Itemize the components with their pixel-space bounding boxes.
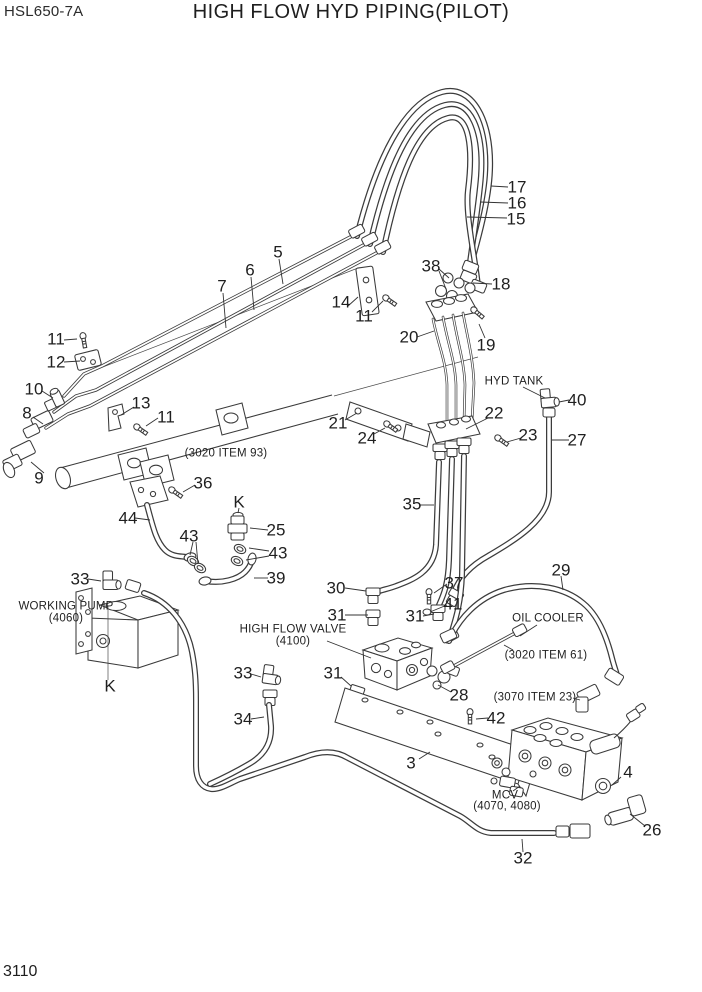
elbow-3070 (575, 683, 601, 713)
hoses-35 (365, 456, 464, 644)
hyd-tank-line (443, 387, 561, 609)
page-number: 3110 (3, 963, 38, 980)
mcv-valve (490, 703, 647, 801)
mcv-left-fittings (490, 757, 524, 798)
tube-flange-upper (215, 402, 249, 436)
working-pump (75, 570, 180, 680)
port-4 (594, 777, 612, 795)
tube-flange-lower (117, 447, 175, 488)
return-hoses (144, 593, 647, 839)
left-fittings (2, 331, 149, 479)
manifold-20 (425, 293, 510, 461)
bracket-12 (74, 349, 102, 371)
fitting-25 (227, 511, 248, 541)
mcv-solenoid (589, 703, 647, 755)
bracket-21 (345, 401, 431, 448)
cross-tube-3020 (55, 394, 339, 508)
bracket-13 (107, 403, 125, 432)
oil-cooler-lines (439, 586, 625, 713)
page-title: HIGH FLOW HYD PIPING(PILOT) (192, 1, 510, 23)
high-flow-valve-block (261, 588, 460, 707)
union-block-22 (427, 415, 481, 461)
pilot-pipes (44, 232, 384, 430)
suction-parts (147, 485, 257, 586)
elbow-26 (604, 794, 647, 826)
leader-lines (30, 185, 646, 853)
suction-bracket (129, 475, 169, 508)
hairpin-hoses (348, 91, 490, 294)
model-code: HSL650-7A (4, 3, 84, 20)
bracket-14 (355, 265, 398, 317)
